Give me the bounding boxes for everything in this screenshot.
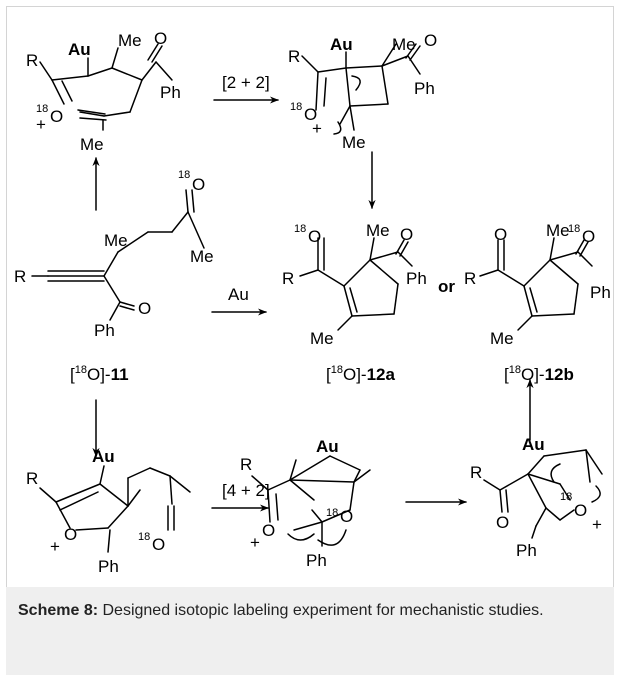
label-O: O	[304, 105, 317, 124]
label-O: O	[494, 225, 507, 244]
compound-label-11: [18O]-11	[70, 364, 129, 384]
label-Ph: Ph	[590, 283, 611, 302]
structure-11	[31, 189, 205, 321]
reaction-arrows	[92, 96, 534, 512]
label-Au: Au	[92, 447, 115, 466]
label-O: O	[64, 525, 77, 544]
label-Me: Me	[118, 31, 142, 50]
label-Me: Me	[190, 247, 214, 266]
label-plus: +	[50, 537, 60, 556]
label-Me: Me	[310, 329, 334, 348]
label-iso: 18	[138, 531, 150, 543]
label-plus: +	[312, 119, 322, 138]
arrow-label-4plus2: [4 + 2]	[222, 481, 270, 500]
label-Me: Me	[392, 35, 416, 54]
label-R: R	[240, 455, 252, 474]
caption-text: Designed isotopic labeling experiment fo…	[98, 602, 544, 619]
label-iso: 18	[326, 507, 338, 519]
structure-oxetene-intermediate	[301, 43, 421, 135]
label-Au: Au	[330, 35, 353, 54]
label-Ph: Ph	[516, 541, 537, 560]
label-iso: 18	[560, 491, 572, 503]
label-plus: +	[36, 115, 46, 134]
structure-12b	[479, 237, 593, 331]
label-O: O	[50, 107, 63, 126]
label-Me: Me	[342, 133, 366, 152]
label-O: O	[400, 225, 413, 244]
label-R: R	[288, 47, 300, 66]
scheme-caption: Scheme 8: Designed isotopic labeling exp…	[6, 587, 614, 675]
label-R: R	[26, 51, 38, 70]
structure-oxocarbenium-intermediate	[39, 43, 173, 131]
compound-label-12a: [18O]-12a	[326, 364, 396, 384]
label-O: O	[308, 227, 321, 246]
label-Ph: Ph	[406, 269, 427, 288]
label-plus: +	[592, 515, 602, 534]
label-Me: Me	[366, 221, 390, 240]
label-R: R	[26, 469, 38, 488]
label-Au: Au	[522, 435, 545, 454]
label-R: R	[464, 269, 476, 288]
label-Au: Au	[316, 437, 339, 456]
arrow-label-2plus2: [2 + 2]	[222, 73, 270, 92]
label-iso: 18	[294, 223, 306, 235]
label-O: O	[340, 507, 353, 526]
structure-furanium-intermediate	[39, 465, 191, 553]
structure-12a	[299, 237, 413, 331]
label-O: O	[574, 501, 587, 520]
caption-label: Scheme 8:	[18, 602, 99, 619]
label-O: O	[138, 299, 151, 318]
label-Me: Me	[546, 221, 570, 240]
label-Au: Au	[68, 40, 91, 59]
label-O: O	[424, 31, 437, 50]
compound-label-12b: [18O]-12b	[504, 364, 574, 384]
label-plus: +	[250, 533, 260, 552]
label-Me: Me	[104, 231, 128, 250]
label-O: O	[262, 521, 275, 540]
label-Ph: Ph	[160, 83, 181, 102]
label-R: R	[470, 463, 482, 482]
label-O: O	[496, 513, 509, 532]
label-R: R	[14, 267, 26, 286]
label-Ph: Ph	[98, 557, 119, 576]
label-iso: 18	[568, 223, 580, 235]
label-O: O	[582, 227, 595, 246]
label-Me: Me	[490, 329, 514, 348]
label-O: O	[152, 535, 165, 554]
arrow-label-Au: Au	[228, 285, 249, 304]
label-O: O	[192, 175, 205, 194]
label-Ph: Ph	[94, 321, 115, 340]
label-O: O	[154, 29, 167, 48]
structure-oxonium-intermediate	[483, 449, 603, 539]
label-or: or	[438, 277, 455, 296]
label-Me: Me	[80, 135, 104, 154]
label-Ph: Ph	[414, 79, 435, 98]
reaction-scheme: R Au Me O Ph 18 O + Me R Au Me O Ph 18 O…	[14, 29, 611, 576]
structure-cycloadduct	[251, 455, 371, 547]
label-Ph: Ph	[306, 551, 327, 570]
label-iso: 18	[36, 103, 48, 115]
label-iso: 18	[290, 101, 302, 113]
label-iso: 18	[178, 169, 190, 181]
label-R: R	[282, 269, 294, 288]
